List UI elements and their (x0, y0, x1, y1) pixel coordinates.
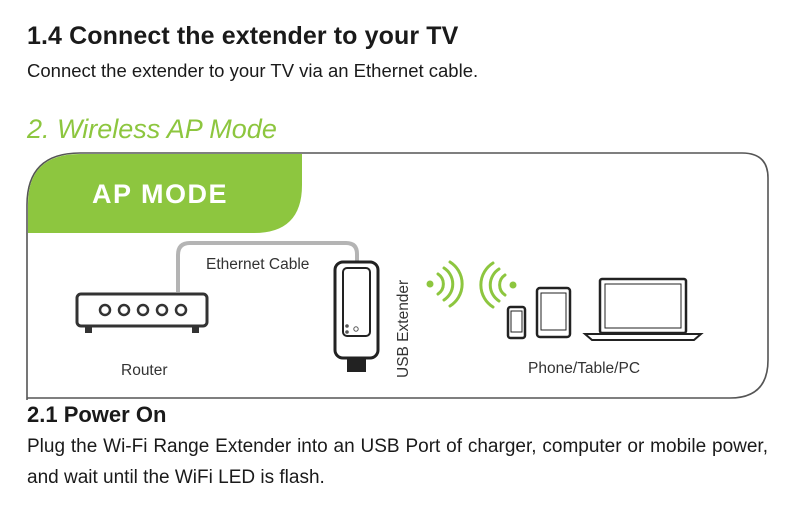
wifi-signal-icon (426, 260, 464, 308)
usb-extender-icon (333, 260, 380, 372)
section-1-4-heading: 1.4 Connect the extender to your TV (27, 22, 459, 50)
laptop-icon (582, 277, 704, 341)
phone-icon (506, 305, 527, 340)
section-2-heading: 2. Wireless AP Mode (27, 114, 277, 144)
ethernet-cable (176, 241, 359, 292)
devices-label: Phone/Table/PC (528, 360, 640, 377)
tablet-icon (535, 286, 572, 339)
section-2-1-body: Plug the Wi-Fi Range Extender into an US… (27, 436, 768, 488)
section-2-1-heading: 2.1 Power On (27, 402, 167, 427)
usb-extender-label: USB Extender (395, 280, 412, 378)
diagram-frame (26, 152, 769, 400)
ethernet-cable-label: Ethernet Cable (206, 256, 309, 273)
mode-label: AP MODE (92, 179, 228, 209)
router-icon (75, 292, 209, 333)
router-label: Router (121, 362, 168, 379)
mode-tab (28, 154, 302, 233)
wifi-signal-icon (479, 261, 517, 309)
section-1-4-body: Connect the extender to your TV via an E… (27, 60, 479, 81)
